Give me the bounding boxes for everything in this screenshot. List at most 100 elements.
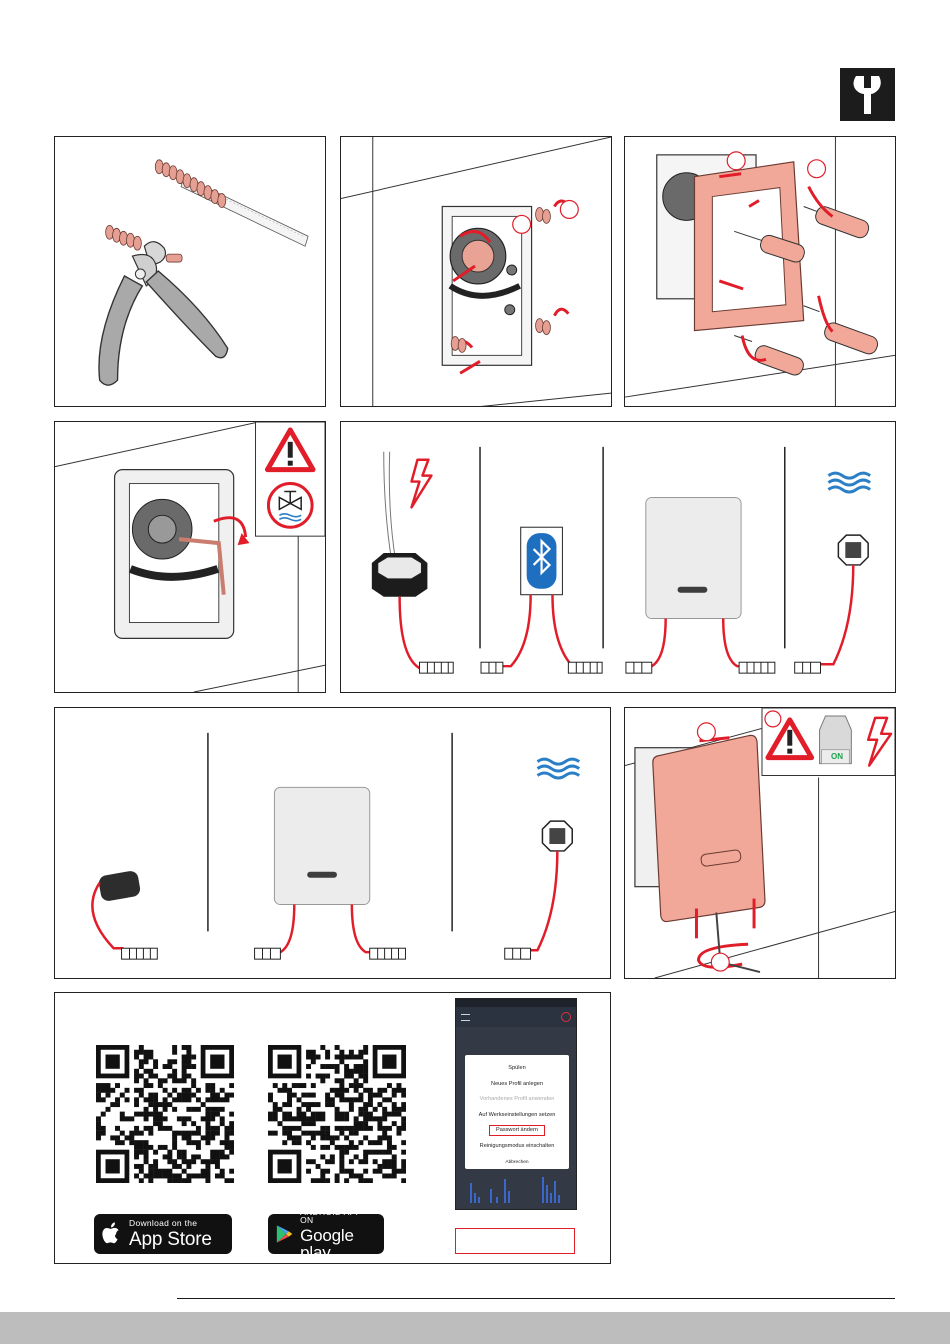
qr-module [387, 1150, 392, 1155]
qr-module [205, 1178, 210, 1183]
qr-module [382, 1135, 387, 1140]
qr-module [96, 1093, 101, 1098]
step-circle-1 [513, 215, 531, 233]
menu-item-change-password[interactable]: Passwort ändern [489, 1125, 545, 1136]
qr-module [163, 1116, 168, 1121]
qr-module [148, 1097, 153, 1102]
menu-item-factory-reset[interactable]: Auf Werkseinstellungen setzen [465, 1108, 569, 1124]
qr-module [115, 1102, 120, 1107]
qr-module [134, 1140, 139, 1145]
qr-module [387, 1173, 392, 1178]
qr-module [335, 1078, 340, 1083]
qr-module [163, 1169, 168, 1174]
qr-module [210, 1107, 215, 1112]
qr-module [335, 1178, 340, 1183]
qr-module [205, 1097, 210, 1102]
qr-module [287, 1126, 292, 1131]
qr-module [339, 1150, 344, 1155]
record-icon[interactable] [561, 1012, 571, 1022]
qr-module [354, 1055, 359, 1060]
qr-module [139, 1064, 144, 1069]
qr-module [196, 1145, 201, 1150]
qr-module [349, 1107, 354, 1112]
qr-module [134, 1145, 139, 1150]
app-toolbar [456, 1007, 576, 1027]
qr-module [282, 1116, 287, 1121]
qr-module [387, 1097, 392, 1102]
qr-code-google-play[interactable] [268, 1045, 406, 1183]
qr-module [148, 1102, 153, 1107]
qr-module [401, 1140, 406, 1145]
menu-item-apply-profile[interactable]: Vorhandenes Profil anwenden [465, 1092, 569, 1108]
qr-module [96, 1088, 101, 1093]
qr-module [148, 1112, 153, 1117]
qr-module [144, 1126, 149, 1131]
qr-module [382, 1173, 387, 1178]
qr-module [382, 1107, 387, 1112]
step-circle-2 [808, 160, 826, 178]
qr-module [120, 1093, 125, 1098]
qr-module [182, 1178, 187, 1183]
qr-module [354, 1131, 359, 1136]
qr-module [287, 1102, 292, 1107]
qr-module [115, 1135, 120, 1140]
qr-module [186, 1088, 191, 1093]
google-play-badge[interactable]: ANDROID APP ON Google play [268, 1214, 384, 1254]
valve-water-icon [268, 484, 312, 528]
menu-item-cleaning-mode[interactable]: Reinigungsmodus einschalten [465, 1139, 569, 1155]
menu-item-cancel[interactable]: Abbrechen [465, 1155, 569, 1171]
qr-module [320, 1169, 325, 1174]
qr-module [377, 1102, 382, 1107]
qr-module [339, 1145, 344, 1150]
qr-module [320, 1173, 325, 1178]
qr-module [153, 1107, 158, 1112]
qr-module [215, 1107, 220, 1112]
qr-module [349, 1126, 354, 1131]
qr-module [344, 1145, 349, 1150]
qr-module [297, 1116, 302, 1121]
qr-module [158, 1121, 163, 1126]
qr-module [311, 1131, 316, 1136]
highlight-box [455, 1228, 575, 1254]
qr-module [297, 1107, 302, 1112]
menu-icon[interactable] [461, 1014, 470, 1021]
qr-module [96, 1116, 101, 1121]
qr-module [339, 1088, 344, 1093]
menu-item-new-profile[interactable]: Neues Profil anlegen [465, 1077, 569, 1093]
qr-module [377, 1116, 382, 1121]
qr-module [363, 1112, 368, 1117]
step-1-panel [54, 136, 326, 407]
qr-module [215, 1173, 220, 1178]
step-2-panel [340, 136, 612, 407]
qr-module [144, 1083, 149, 1088]
qr-module [153, 1164, 158, 1169]
qr-module [134, 1154, 139, 1159]
step-4-panel [54, 421, 326, 693]
qr-module [349, 1074, 354, 1079]
qr-module [148, 1069, 153, 1074]
qr-module [344, 1116, 349, 1121]
menu-item-flush[interactable]: Spülen [465, 1061, 569, 1077]
qr-module [148, 1131, 153, 1136]
qr-module [205, 1173, 210, 1178]
qr-module [392, 1173, 397, 1178]
qr-module [282, 1131, 287, 1136]
qr-module [220, 1150, 225, 1155]
app-store-badge[interactable]: Download on the App Store [94, 1214, 232, 1254]
qr-code-app-store[interactable] [96, 1045, 234, 1183]
qr-module [368, 1112, 373, 1117]
qr-module [139, 1131, 144, 1136]
qr-module [163, 1097, 168, 1102]
apple-icon [102, 1222, 122, 1246]
qr-module [363, 1126, 368, 1131]
qr-module [186, 1131, 191, 1136]
google-play-big: Google play [300, 1227, 376, 1261]
qr-module [191, 1055, 196, 1060]
qr-module [144, 1116, 149, 1121]
qr-module [210, 1150, 215, 1155]
qr-module [144, 1107, 149, 1112]
qr-module [358, 1178, 363, 1183]
qr-module [163, 1154, 168, 1159]
qr-module [182, 1069, 187, 1074]
qr-module [282, 1112, 287, 1117]
